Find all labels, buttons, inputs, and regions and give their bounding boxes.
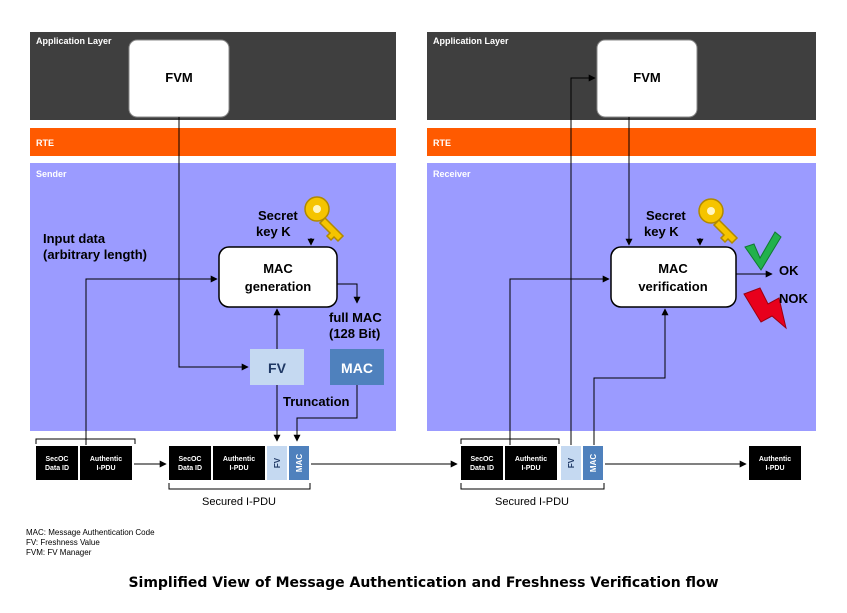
sender-mac-box (330, 349, 384, 385)
mac-verification-box (610, 246, 737, 308)
truncation-to-pdu-arrow (293, 385, 358, 442)
legend: MAC: Message Authentication Code FV: Fre… (26, 528, 155, 558)
input-authentic-label-1: Authentic (90, 456, 122, 463)
legend-fv: FV: Freshness Value (26, 538, 100, 547)
sender-pdu-mac-label: MAC (295, 454, 304, 472)
receiver-rte-label: RTE (433, 138, 451, 148)
legend-mac: MAC: Message Authentication Code (26, 528, 155, 537)
sender-pdu-fv-box (267, 446, 287, 480)
receiver-secoc-box (461, 446, 503, 480)
sender-rte-label: RTE (36, 138, 54, 148)
ok-label: OK (779, 263, 799, 278)
nok-label: NOK (779, 291, 809, 306)
receiver-pdu-mac-box (583, 446, 603, 480)
sender-authentic-box (213, 446, 265, 480)
input-authentic-box (80, 446, 132, 480)
receiver-secret-label: Secret (646, 208, 686, 223)
input-to-mac-verification-arrow (509, 275, 610, 445)
receiver-authentic-label-1: Authentic (515, 456, 547, 463)
sender-fv-box (250, 349, 304, 385)
sender-pdu-mac-box (289, 446, 309, 480)
receiver-secoc-label-1: SecOC (471, 456, 494, 463)
receiver-secoc-label-2: Data ID (470, 465, 494, 472)
receiver-application-layer-label: Application Layer (433, 36, 509, 46)
sender-secoc-label-2: Data ID (178, 465, 202, 472)
full-mac-label: full MAC (329, 310, 382, 325)
mac-verification-label-line1: MAC (658, 261, 688, 276)
sender-secret-label: Secret (258, 208, 298, 223)
input-secoc-label-1: SecOC (46, 456, 69, 463)
sender-secoc-label-1: SecOC (179, 456, 202, 463)
sender-secoc-box (169, 446, 211, 480)
full-mac-bits-label: (128 Bit) (329, 326, 380, 341)
check-icon (744, 231, 782, 271)
sender-mac-label: MAC (341, 360, 373, 376)
receiver-pdu-mac-label: MAC (589, 454, 598, 472)
sender-input-data-label: Input data (43, 231, 106, 246)
mac-to-full-mac-arrow (337, 283, 361, 304)
mac-generation-box (218, 246, 338, 308)
input-to-mac-arrow (85, 275, 218, 445)
lightning-icon (743, 287, 787, 330)
sender-authentic-label-2: I-PDU (229, 465, 248, 472)
sender-fv-label: FV (268, 360, 287, 376)
receiver-fvm-box (596, 39, 698, 118)
sender-input-data-sub-label: (arbitrary length) (43, 247, 147, 262)
mac-generation-label-line2: generation (245, 279, 312, 294)
receiver-panel-title: Receiver (433, 169, 471, 179)
receiver-authentic-box (505, 446, 557, 480)
key-icon (304, 196, 345, 243)
output-authentic-box (749, 446, 801, 480)
fvm-to-fv-arrow (178, 117, 249, 371)
receiver-key-label: key K (644, 224, 679, 239)
receiver-fvm-label: FVM (633, 70, 660, 85)
receiver-rte-bar (427, 128, 816, 156)
key-icon (698, 198, 739, 245)
receiver-secured-label: Secured I-PDU (495, 496, 569, 508)
receiver-pdu-fv-box (561, 446, 581, 480)
input-secoc-label-2: Data ID (45, 465, 69, 472)
sender-panel (30, 163, 396, 431)
receiver-pdu-fv-label: FV (567, 457, 576, 468)
input-authentic-label-2: I-PDU (96, 465, 115, 472)
sender-application-layer-label: Application Layer (36, 36, 112, 46)
sender-secured-label: Secured I-PDU (202, 496, 276, 508)
sender-fvm-label: FVM (165, 70, 192, 85)
figure-caption: Simplified View of Message Authenticatio… (128, 575, 719, 591)
output-authentic-label-1: Authentic (759, 456, 791, 463)
mac-generation-label-line1: MAC (263, 261, 293, 276)
sender-rte-bar (30, 128, 396, 156)
mac-to-mac-verification-arrow (593, 308, 669, 445)
mac-verification-label-line2: verification (638, 279, 707, 294)
sender-secured-bracket (168, 483, 311, 490)
truncation-label: Truncation (283, 394, 350, 409)
sender-pdu-fv-label: FV (273, 457, 282, 468)
input-pdu-bracket (35, 438, 136, 444)
input-secoc-box (36, 446, 78, 480)
receiver-secured-bracket (460, 483, 605, 490)
legend-fvm: FVM: FV Manager (26, 548, 92, 557)
receiver-authentic-label-2: I-PDU (521, 465, 540, 472)
sender-authentic-label-1: Authentic (223, 456, 255, 463)
output-authentic-label-2: I-PDU (765, 465, 784, 472)
receiver-authentic-bracket (460, 438, 560, 444)
sender-key-label: key K (256, 224, 291, 239)
fv-to-receiver-fvm-arrow (570, 74, 596, 445)
sender-panel-title: Sender (36, 169, 67, 179)
